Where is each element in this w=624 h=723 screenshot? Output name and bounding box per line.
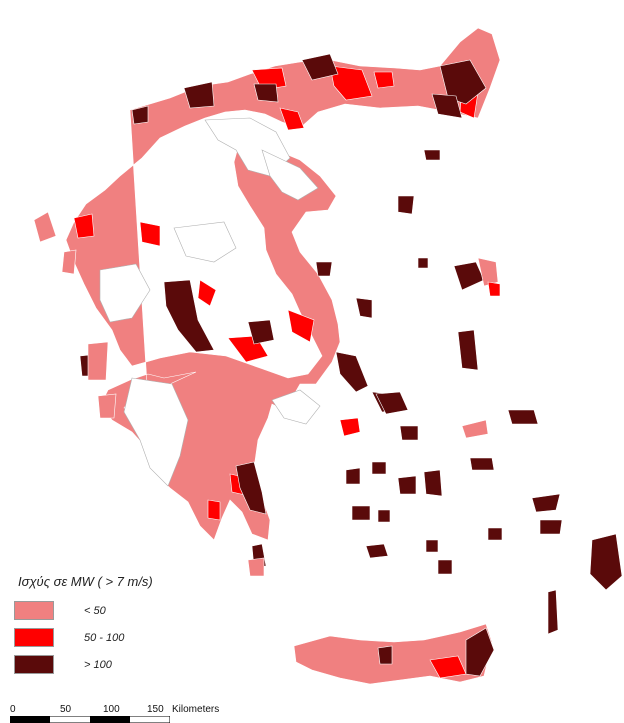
scale-bar-graphic (10, 716, 170, 723)
island-karpathos (547, 589, 559, 635)
legend-label-low: < 50 (84, 604, 106, 617)
legend-swatch-mid (14, 628, 54, 647)
island-chios (457, 329, 479, 371)
island-psara (417, 257, 429, 269)
legend-swatch-high (14, 655, 54, 674)
island-thasos (423, 149, 441, 161)
island-naxos (423, 469, 443, 497)
legend-row-low: < 50 (14, 597, 214, 624)
island-ikaria (469, 457, 495, 471)
island-kea (461, 419, 489, 439)
island-skyros (315, 261, 333, 277)
island-crete (293, 623, 493, 685)
legend-swatch-low (14, 601, 54, 620)
island-amorgos (531, 493, 561, 513)
legend-title: Ισχύς σε MW ( > 7 m/s) (18, 574, 153, 589)
white-area-central (173, 221, 237, 263)
island-paros (397, 475, 417, 495)
dark-area-argolis (235, 461, 267, 515)
red-area-central (197, 279, 217, 307)
island-syros (371, 461, 387, 475)
white-area-chalkidiki (261, 149, 319, 201)
red-area-thessaly (139, 221, 161, 247)
red-area-euboea (287, 309, 315, 343)
white-area-west (99, 263, 151, 323)
island-zakynthos (97, 393, 117, 419)
island-skiathos (339, 417, 361, 437)
dark-area-drama (253, 83, 279, 103)
map-regions (33, 27, 623, 685)
crete-dark-area-central (377, 645, 393, 665)
island-kythnos (345, 467, 361, 485)
dark-area-euboea-south (335, 351, 369, 393)
legend-label-mid: 50 - 100 (84, 631, 125, 644)
island-lesvos-west (477, 257, 499, 287)
island-kos (539, 519, 563, 535)
white-area-peloponnese (123, 377, 189, 487)
dark-area-evros-north (439, 59, 487, 105)
dark-area-pindus (163, 279, 215, 353)
island-samos (507, 409, 539, 425)
island-milos (365, 543, 389, 559)
island-kythira (247, 557, 265, 577)
dark-area-fthiotida (247, 319, 275, 345)
map-legend: Ισχύς σε MW ( > 7 m/s) < 50 50 - 100 > 1… (14, 574, 214, 678)
dark-area-thrace-west (183, 81, 215, 109)
red-area-chalkidiki (279, 107, 305, 131)
scale-unit: Kilometers (172, 704, 220, 715)
dark-area-evros-south (431, 93, 463, 119)
island-santorini (437, 559, 453, 575)
scale-tick-100: 100 (103, 704, 120, 715)
island-sifnos (377, 509, 391, 523)
island-kefalonia (87, 341, 109, 381)
legend-label-high: > 100 (84, 658, 112, 671)
island-lefkada (61, 249, 77, 275)
scale-tick-50: 50 (60, 704, 72, 715)
island-andros (375, 391, 409, 415)
island-samothrace (397, 195, 415, 215)
island-rhodes (589, 533, 623, 591)
red-area-kalamata (207, 499, 221, 521)
dark-area-rhodope (301, 53, 339, 81)
scale-tick-0: 0 (10, 704, 16, 715)
red-area-thrace-2 (373, 71, 395, 89)
red-area-epirus (73, 213, 95, 239)
scale-bar: 0 50 100 150 Kilometers (10, 704, 310, 723)
island-tinos (399, 425, 419, 441)
island-astypalaia (487, 527, 503, 541)
dark-area-north-west (131, 105, 149, 125)
scale-tick-150: 150 (147, 704, 164, 715)
white-area-east (271, 389, 321, 425)
island-agios-efstratios (355, 297, 373, 319)
legend-row-high: > 100 (14, 651, 214, 678)
red-area-thrace (329, 65, 373, 101)
legend-row-mid: 50 - 100 (14, 624, 214, 651)
island-corfu (33, 211, 57, 243)
island-serifos (351, 505, 371, 521)
island-ios (425, 539, 439, 553)
crete-dark-area-east (465, 627, 495, 677)
island-lesvos-east (487, 281, 501, 297)
